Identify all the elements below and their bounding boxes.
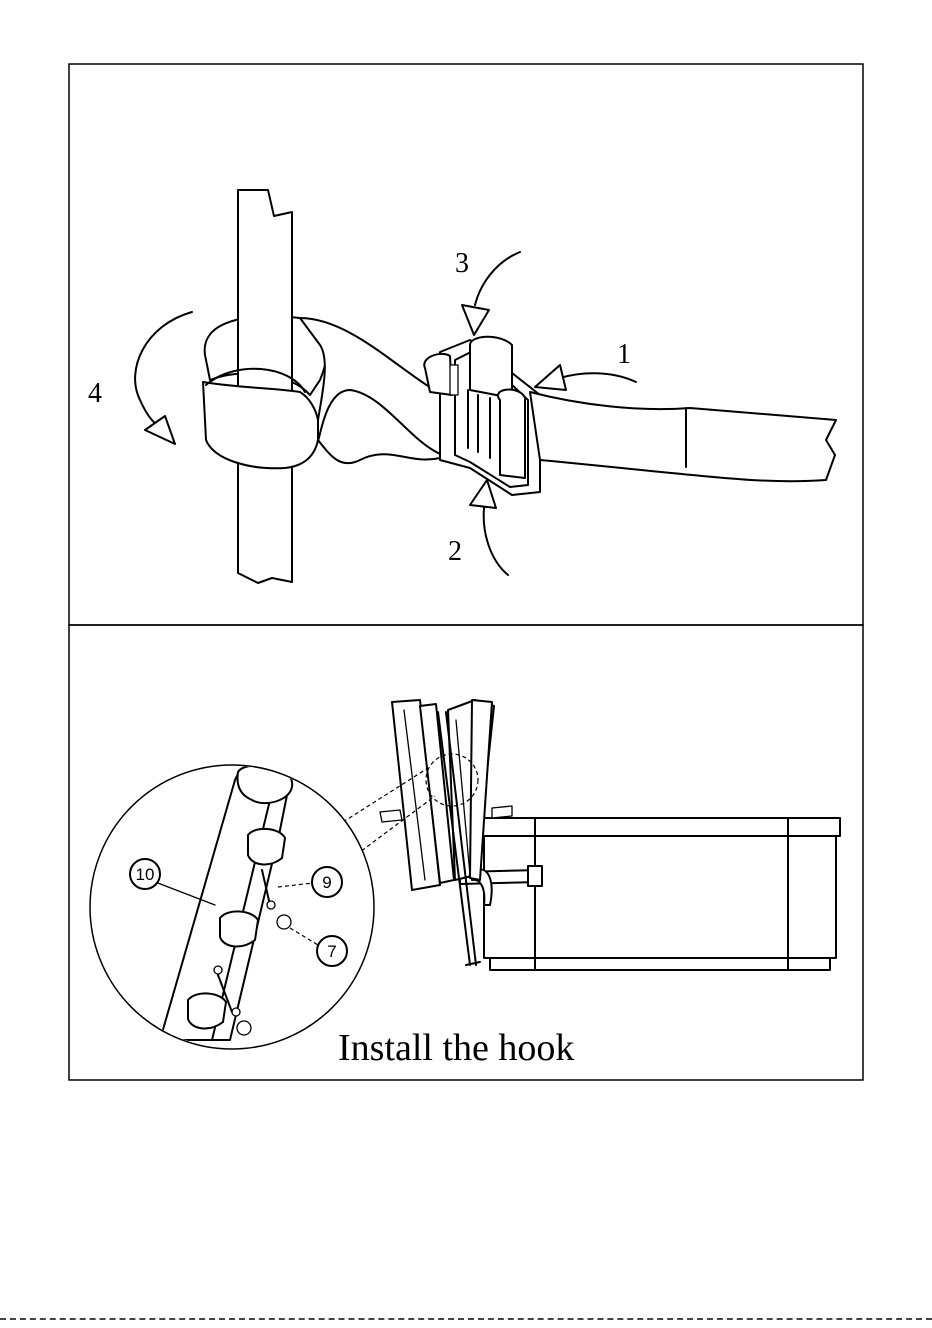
callout-10: 10: [130, 859, 160, 889]
strap-tail: [530, 392, 836, 481]
step-4-arrow: [135, 312, 192, 444]
svg-text:7: 7: [327, 942, 336, 961]
hook-caption: Install the hook: [338, 1027, 574, 1069]
detail-magnifier: [90, 765, 374, 1049]
svg-text:10: 10: [136, 865, 155, 884]
callout-9: 9: [312, 867, 342, 897]
strap-panel: 1 2 3 4: [69, 64, 863, 625]
step-label-1: 1: [617, 339, 631, 370]
step-label-4: 4: [88, 378, 102, 409]
page-bottom-rule: [0, 1318, 932, 1320]
hook-panel: 10 9 7 Install the hook: [69, 625, 863, 1080]
step-label-3: 3: [455, 248, 469, 279]
hot-tub-cabinet: [480, 818, 840, 970]
callout-7: 7: [317, 936, 347, 966]
step-3-arrow: [462, 252, 520, 335]
step-label-2: 2: [448, 536, 462, 567]
svg-text:9: 9: [322, 873, 331, 892]
strap-front-loop: [203, 382, 318, 468]
step-2-arrow: [470, 480, 508, 575]
